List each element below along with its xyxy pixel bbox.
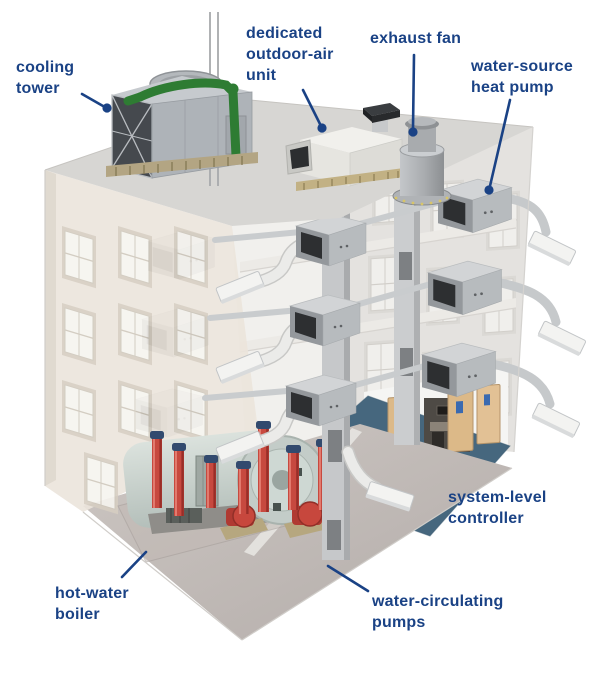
label-exhaust-fan: exhaust fan <box>370 30 462 47</box>
cooling-tower-illustration <box>106 12 258 186</box>
label-cooling-tower: cooling tower <box>16 59 75 97</box>
leader-cooling-tower <box>80 92 112 113</box>
exhaust-fan-illustration <box>392 117 452 206</box>
leader-water-circulating-pumps <box>326 564 370 593</box>
leader-exhaust-fan <box>408 53 418 137</box>
leader-water-source-heat-pump <box>484 98 512 195</box>
leader-dedicated-outdoor-air-unit <box>301 88 327 133</box>
leader-hot-water-boiler <box>120 550 148 579</box>
heat-pumps-right-column <box>421 178 587 439</box>
label-water-source-heat-pump: water-source heat pump <box>471 58 573 96</box>
label-dedicated-outdoor-air-unit: dedicated outdoor-air unit <box>246 25 334 84</box>
label-water-circulating-pumps: water-circulating pumps <box>372 593 504 631</box>
heat-pumps-center-column <box>285 214 367 427</box>
building-outline <box>44 170 513 641</box>
label-hot-water-boiler: hot-water boiler <box>55 585 129 623</box>
dedicated-outdoor-air-unit-illustration <box>285 103 404 191</box>
label-system-level-controller: system-level controller <box>448 489 547 527</box>
building-facade <box>45 170 258 515</box>
